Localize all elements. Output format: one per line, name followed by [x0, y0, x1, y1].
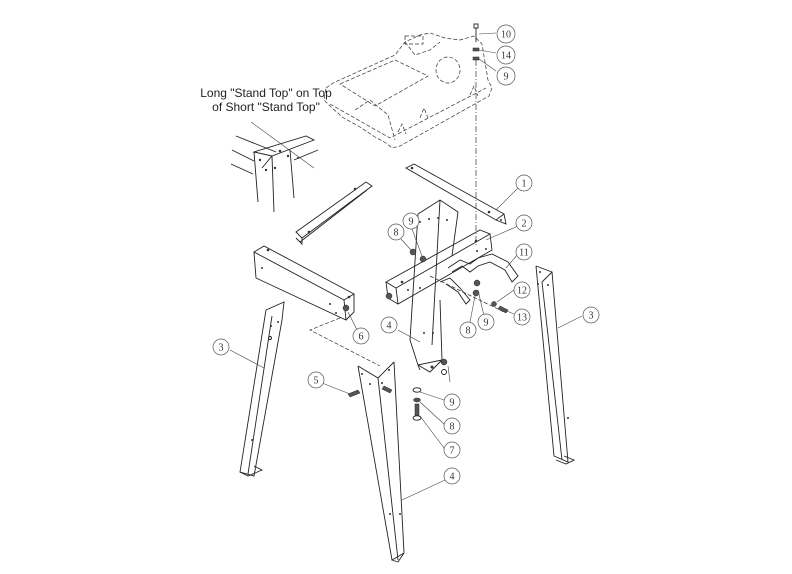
- balloon-9-upper: 9: [402, 212, 420, 230]
- balloon-12: 12: [513, 281, 531, 299]
- center-hardware: [472, 279, 509, 314]
- svg-text:9: 9: [450, 398, 455, 409]
- balloon-8-center: 8: [459, 321, 477, 339]
- short-stand-top-rail: [295, 181, 373, 246]
- note-line-1: Long "Stand Top" on Top: [200, 86, 332, 100]
- svg-text:4: 4: [387, 321, 392, 332]
- balloon-11: 11: [515, 243, 533, 261]
- leader-lines: [229, 32, 583, 501]
- svg-text:2: 2: [522, 219, 527, 230]
- balloon-9-top: 9: [496, 66, 516, 86]
- svg-text:9: 9: [504, 72, 509, 83]
- balloon-9-center: 9: [477, 313, 495, 331]
- svg-text:3: 3: [219, 343, 224, 354]
- svg-text:3: 3: [589, 311, 594, 322]
- left-leg-part-3: [239, 301, 285, 477]
- balloon-8-lower: 8: [443, 417, 461, 435]
- saw-body: [323, 32, 493, 149]
- stand-top-brace-part-2: [385, 229, 493, 305]
- balloon-4-upper: 4: [380, 316, 398, 334]
- balloon-4-lower: 4: [443, 467, 461, 485]
- right-leg-part-3: [535, 265, 576, 465]
- balloon-13: 13: [513, 308, 531, 326]
- svg-text:11: 11: [519, 248, 529, 259]
- svg-text:13: 13: [517, 313, 527, 324]
- svg-text:8: 8: [450, 422, 455, 433]
- svg-text:7: 7: [450, 446, 455, 457]
- svg-text:14: 14: [501, 51, 511, 62]
- left-channel-brace: [253, 245, 381, 367]
- center-upright-leg: [409, 199, 459, 373]
- svg-text:9: 9: [409, 217, 414, 228]
- stand-top-overlap-detail: [230, 121, 319, 213]
- handle-bracket-part-11: [429, 253, 519, 313]
- balloon-3-right: 3: [582, 306, 600, 324]
- svg-text:8: 8: [466, 326, 471, 337]
- svg-text:9: 9: [484, 318, 489, 329]
- top-hardware: [472, 23, 480, 245]
- svg-text:10: 10: [501, 30, 511, 41]
- svg-text:8: 8: [394, 228, 399, 239]
- balloon-14: 14: [496, 45, 516, 65]
- svg-text:6: 6: [359, 332, 364, 343]
- balloon-7: 7: [443, 441, 461, 459]
- balloon-2: 2: [515, 214, 533, 232]
- balloon-6: 6: [352, 327, 370, 345]
- balloon-5: 5: [307, 371, 325, 389]
- note-line-2: of Short "Stand Top": [212, 100, 320, 114]
- stand-top-overlap-note: Long "Stand Top" on Top of Short "Stand …: [196, 86, 336, 114]
- svg-text:4: 4: [450, 472, 455, 483]
- balloon-10: 10: [496, 24, 516, 44]
- balloon-3-left: 3: [212, 338, 230, 356]
- svg-text:12: 12: [517, 286, 527, 297]
- svg-text:5: 5: [314, 376, 319, 387]
- long-stand-top-part-1: [405, 163, 507, 225]
- front-leg-part-4: [347, 361, 405, 563]
- leg-foot-hardware: [412, 358, 451, 421]
- balloon-1: 1: [515, 174, 533, 192]
- balloon-9-lower: 9: [443, 393, 461, 411]
- svg-text:1: 1: [522, 179, 527, 190]
- balloon-8-upper: 8: [387, 223, 405, 241]
